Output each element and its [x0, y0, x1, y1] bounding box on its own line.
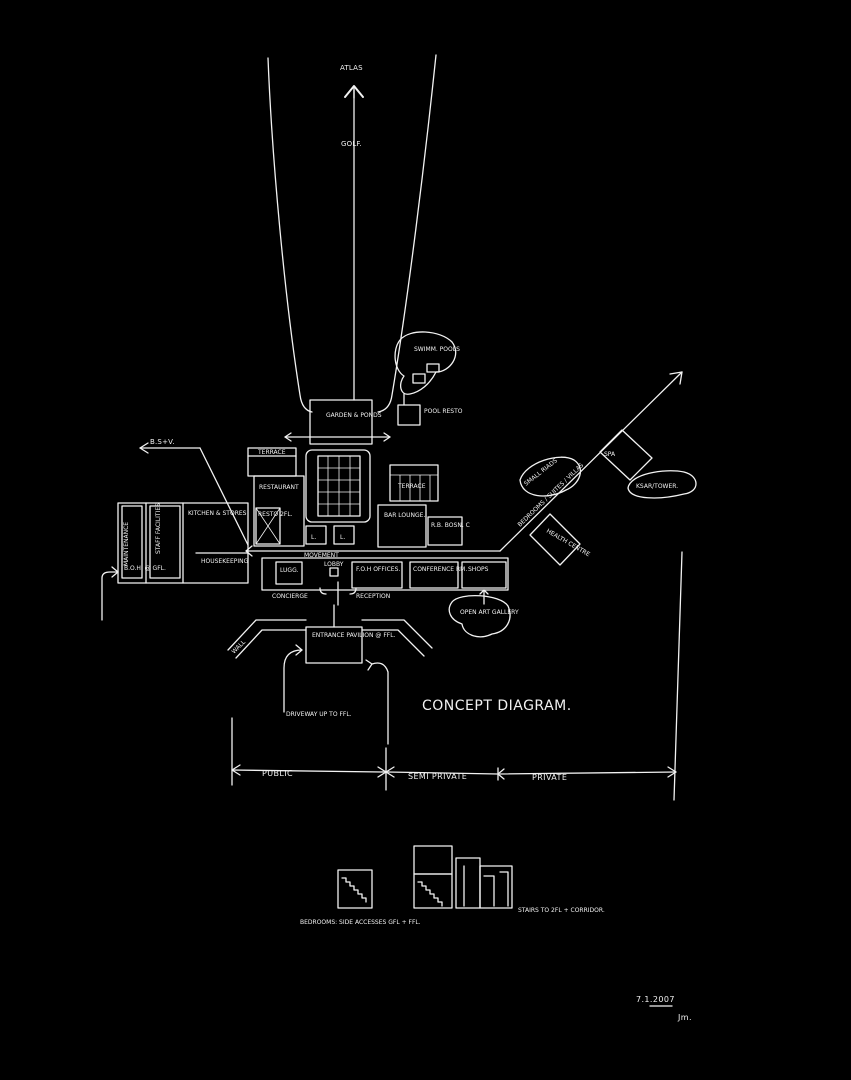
- zone-semi-private-label: SEMI PRIVATE: [408, 772, 467, 781]
- bsv-label: B.S+V.: [150, 438, 175, 446]
- terrace-left-label: TERRACE: [257, 449, 286, 456]
- zone-public-label: PUBLIC: [262, 769, 293, 778]
- lobby-block: [261, 557, 509, 591]
- bedroom-section-single: [337, 869, 373, 909]
- zoning-bar: [231, 717, 677, 791]
- stairs-note: STAIRS TO 2FL + CORRIDOR.: [518, 907, 605, 914]
- bsv-arrow-icon: [139, 442, 249, 546]
- private-wing-axis: [499, 371, 683, 552]
- housekeeping-label: HOUSEKEEPING: [201, 558, 249, 565]
- shops-label: SHOPS: [468, 566, 489, 573]
- lift-2-label: L.: [340, 534, 345, 541]
- lobby-flow-arrows-icon: [319, 581, 357, 606]
- entrance-walls: [227, 619, 433, 659]
- pool-resto-label: POOL RESTO: [424, 408, 463, 415]
- resto-2fl-label: RESTO 2FL.: [258, 511, 293, 518]
- reception-label: RECEPTION: [356, 593, 390, 600]
- garden-grid: [318, 456, 360, 516]
- wall-label: WALL: [230, 638, 247, 655]
- entrance-pavilion-label: ENTRANCE PAVILION @ FFL.: [312, 632, 396, 639]
- bar-lounge-block: [377, 504, 427, 548]
- kitchen-stores-label: KITCHEN & STORES: [188, 510, 247, 517]
- golf-label: GOLF.: [341, 140, 362, 148]
- boh-gfl-label: B.O.H. @ GFL.: [124, 565, 166, 572]
- open-art-gallery-cloud: [448, 589, 511, 638]
- entrance-pavilion-block: [305, 604, 363, 664]
- bedrooms-suites-villas-label: BEDROOMS / SUITES / VILLAS: [517, 462, 586, 529]
- swimming-pools-cloud: [394, 331, 457, 395]
- rb-bosn-label: R.B. BOSN. C: [431, 522, 470, 529]
- movement-label: MOVEMENT: [304, 552, 339, 559]
- staff-facilities-label: STAFF FACILITIES: [155, 503, 162, 554]
- foh-offices-label: F.O.H OFFICES.: [356, 566, 400, 573]
- restaurant-label: RESTAURANT: [259, 484, 299, 491]
- small-riads-cloud: [519, 456, 582, 497]
- concept-diagram-title: CONCEPT DIAGRAM.: [422, 698, 572, 714]
- terrace-right-label: TERRACE: [397, 483, 426, 490]
- open-art-gallery-label: OPEN ART GALLERY: [460, 609, 519, 616]
- atlas-label: ATLAS: [340, 64, 363, 72]
- golf-view-corridor: [267, 54, 437, 413]
- bedroom-section-double: [413, 845, 513, 909]
- spa-block: [599, 429, 653, 481]
- ksar-tower-cloud: [627, 470, 697, 499]
- rb-bosn-block: [427, 516, 463, 546]
- conference-rm-label: CONFERENCE RM.: [413, 566, 467, 573]
- boh-block: [117, 502, 249, 584]
- bedrooms-caption: BEDROOMS: SIDE ACCESSES GFL + FFL.: [300, 919, 421, 926]
- boh-entry-arrow-icon: [101, 566, 119, 621]
- private-boundary-line: [673, 551, 683, 801]
- concierge-label: CONCIERGE: [272, 593, 308, 600]
- restaurant-block: [253, 475, 305, 547]
- ksar-tower-label: KSAR/TOWER.: [636, 483, 678, 490]
- health-centre-block: [529, 513, 581, 566]
- driveway-arrows-icon: [283, 644, 389, 745]
- driveway-label: DRIVEWAY UP TO FFL.: [286, 711, 352, 718]
- lobby-label: LOBBY: [324, 561, 344, 568]
- swimming-pools-label: SWIMM. POOLS: [414, 346, 460, 353]
- spa-label: SPA: [604, 451, 616, 458]
- zone-private-label: PRIVATE: [532, 773, 567, 782]
- bar-lounge-label: BAR LOUNGE.: [384, 512, 425, 519]
- terrace-right-block: [389, 464, 439, 502]
- maintenance-label: MAINTENANCE: [123, 522, 130, 566]
- atlas-arrow-icon: [344, 85, 364, 99]
- garden-ponds-label: GARDEN & PONDS: [326, 412, 382, 419]
- lift-1-label: L.: [311, 534, 316, 541]
- lugg-label: LUGG.: [280, 567, 299, 574]
- movement-corridor: [245, 525, 501, 557]
- sheet-initials: Jm.: [677, 1013, 692, 1022]
- pool-resto-block: [397, 393, 421, 426]
- sheet-date: 7.1.2007: [636, 995, 675, 1004]
